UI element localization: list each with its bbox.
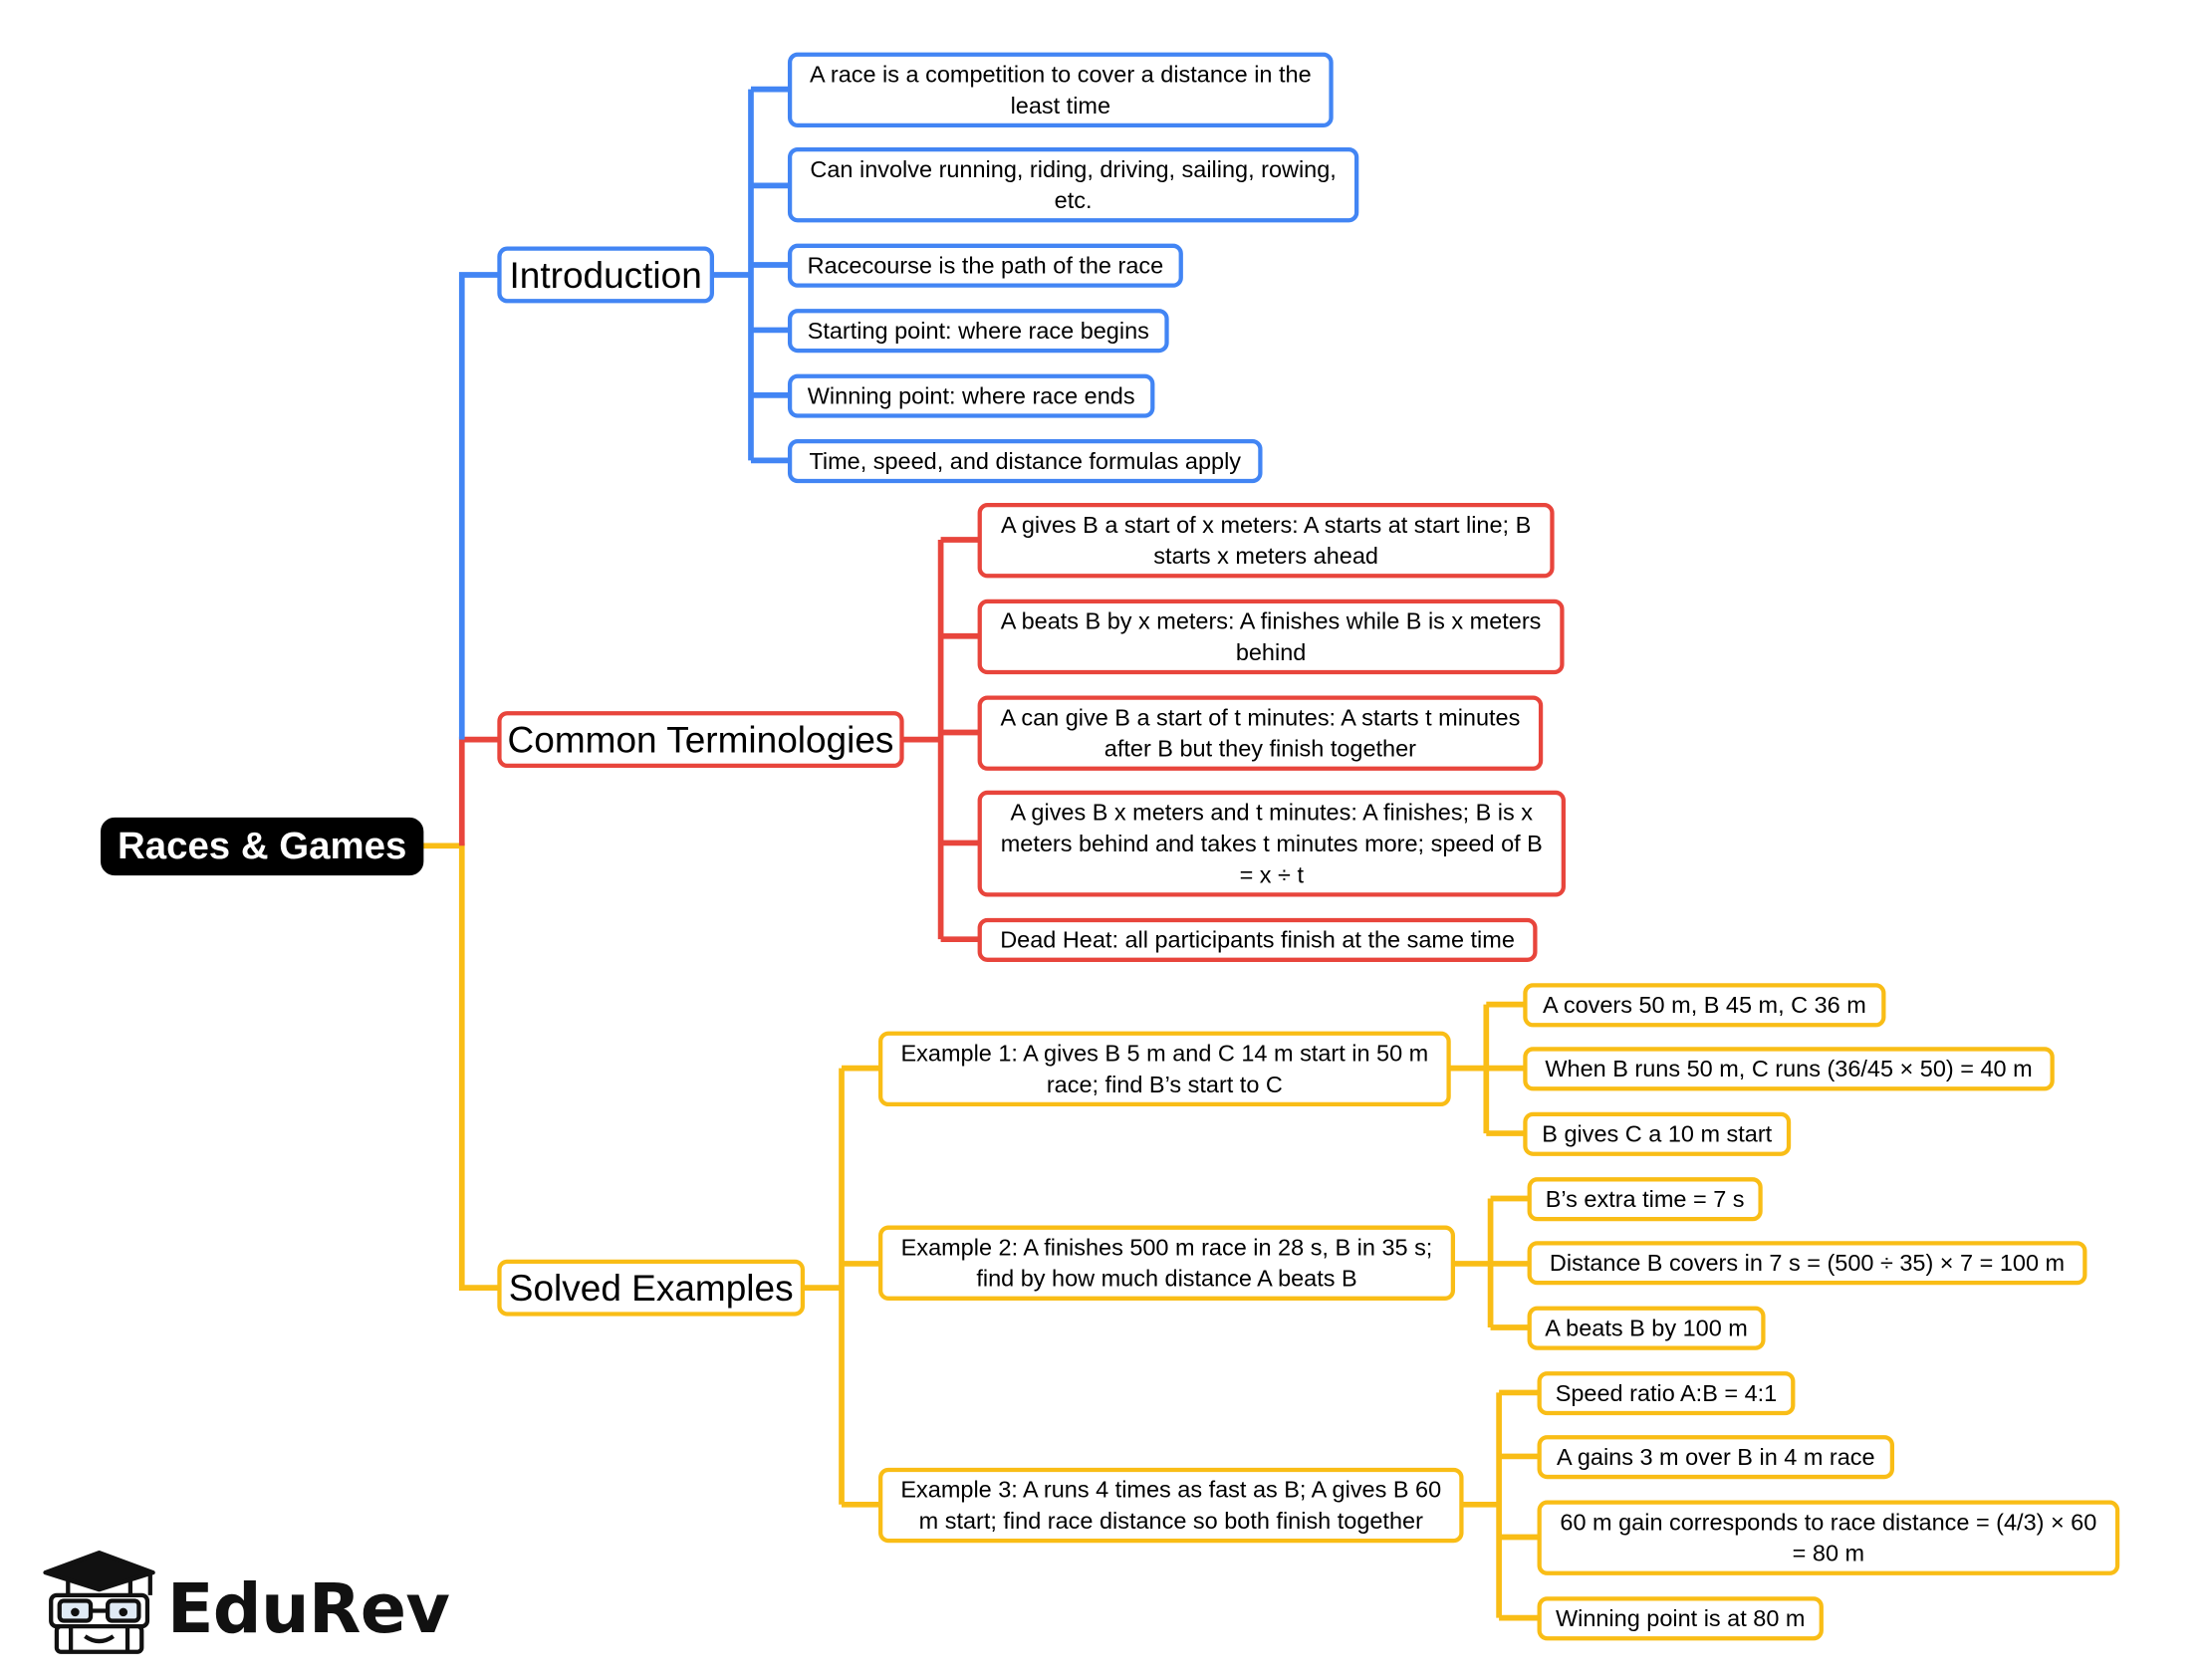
terminology-item: A beats B by x meters: A finishes while …	[977, 599, 1565, 675]
terminology-item: A can give B a start of t minutes: A sta…	[977, 695, 1544, 771]
example-2-step: B’s extra time = 7 s	[1527, 1177, 1763, 1222]
example-2-step: A beats B by 100 m	[1527, 1306, 1766, 1350]
terminology-item: Dead Heat: all participants finish at th…	[977, 917, 1538, 962]
introduction-item: Time, speed, and distance formulas apply	[787, 439, 1263, 484]
example-1-step: A covers 50 m, B 45 m, C 36 m	[1523, 983, 1886, 1028]
introduction-item: Racecourse is the path of the race	[787, 243, 1183, 288]
terminology-item: A gives B x meters and t minutes: A fini…	[977, 790, 1566, 897]
introduction-item: Starting point: where race begins	[787, 309, 1169, 354]
example-3-step: Speed ratio A:B = 4:1	[1537, 1371, 1796, 1416]
edurev-logo-text: EduRev	[166, 1569, 450, 1649]
terminologies-node: Common Terminologies	[497, 711, 904, 769]
example-3-step: 60 m gain corresponds to race distance =…	[1537, 1500, 2120, 1575]
example-2-node: Example 2: A finishes 500 m race in 28 s…	[878, 1225, 1456, 1301]
example-1-step: When B runs 50 m, C runs (36/45 × 50) = …	[1523, 1047, 2055, 1091]
introduction-node: Introduction	[497, 246, 714, 304]
introduction-item: A race is a competition to cover a dista…	[787, 52, 1334, 128]
example-1-node: Example 1: A gives B 5 m and C 14 m star…	[878, 1031, 1451, 1107]
graduation-cap-mascot-icon	[43, 1551, 155, 1654]
introduction-item: Can involve running, riding, driving, sa…	[787, 146, 1359, 223]
introduction-item: Winning point: where race ends	[787, 373, 1155, 418]
terminology-item: A gives B a start of x meters: A starts …	[977, 503, 1555, 579]
examples-node: Solved Examples	[497, 1259, 806, 1317]
root-node: Races & Games	[101, 817, 424, 876]
example-3-step: Winning point is at 80 m	[1537, 1596, 1824, 1641]
example-2-step: Distance B covers in 7 s = (500 ÷ 35) × …	[1527, 1241, 2087, 1286]
example-1-step: B gives C a 10 m start	[1523, 1111, 1792, 1156]
example-3-node: Example 3: A runs 4 times as fast as B; …	[878, 1467, 1464, 1544]
example-3-step: A gains 3 m over B in 4 m race	[1537, 1435, 1895, 1480]
